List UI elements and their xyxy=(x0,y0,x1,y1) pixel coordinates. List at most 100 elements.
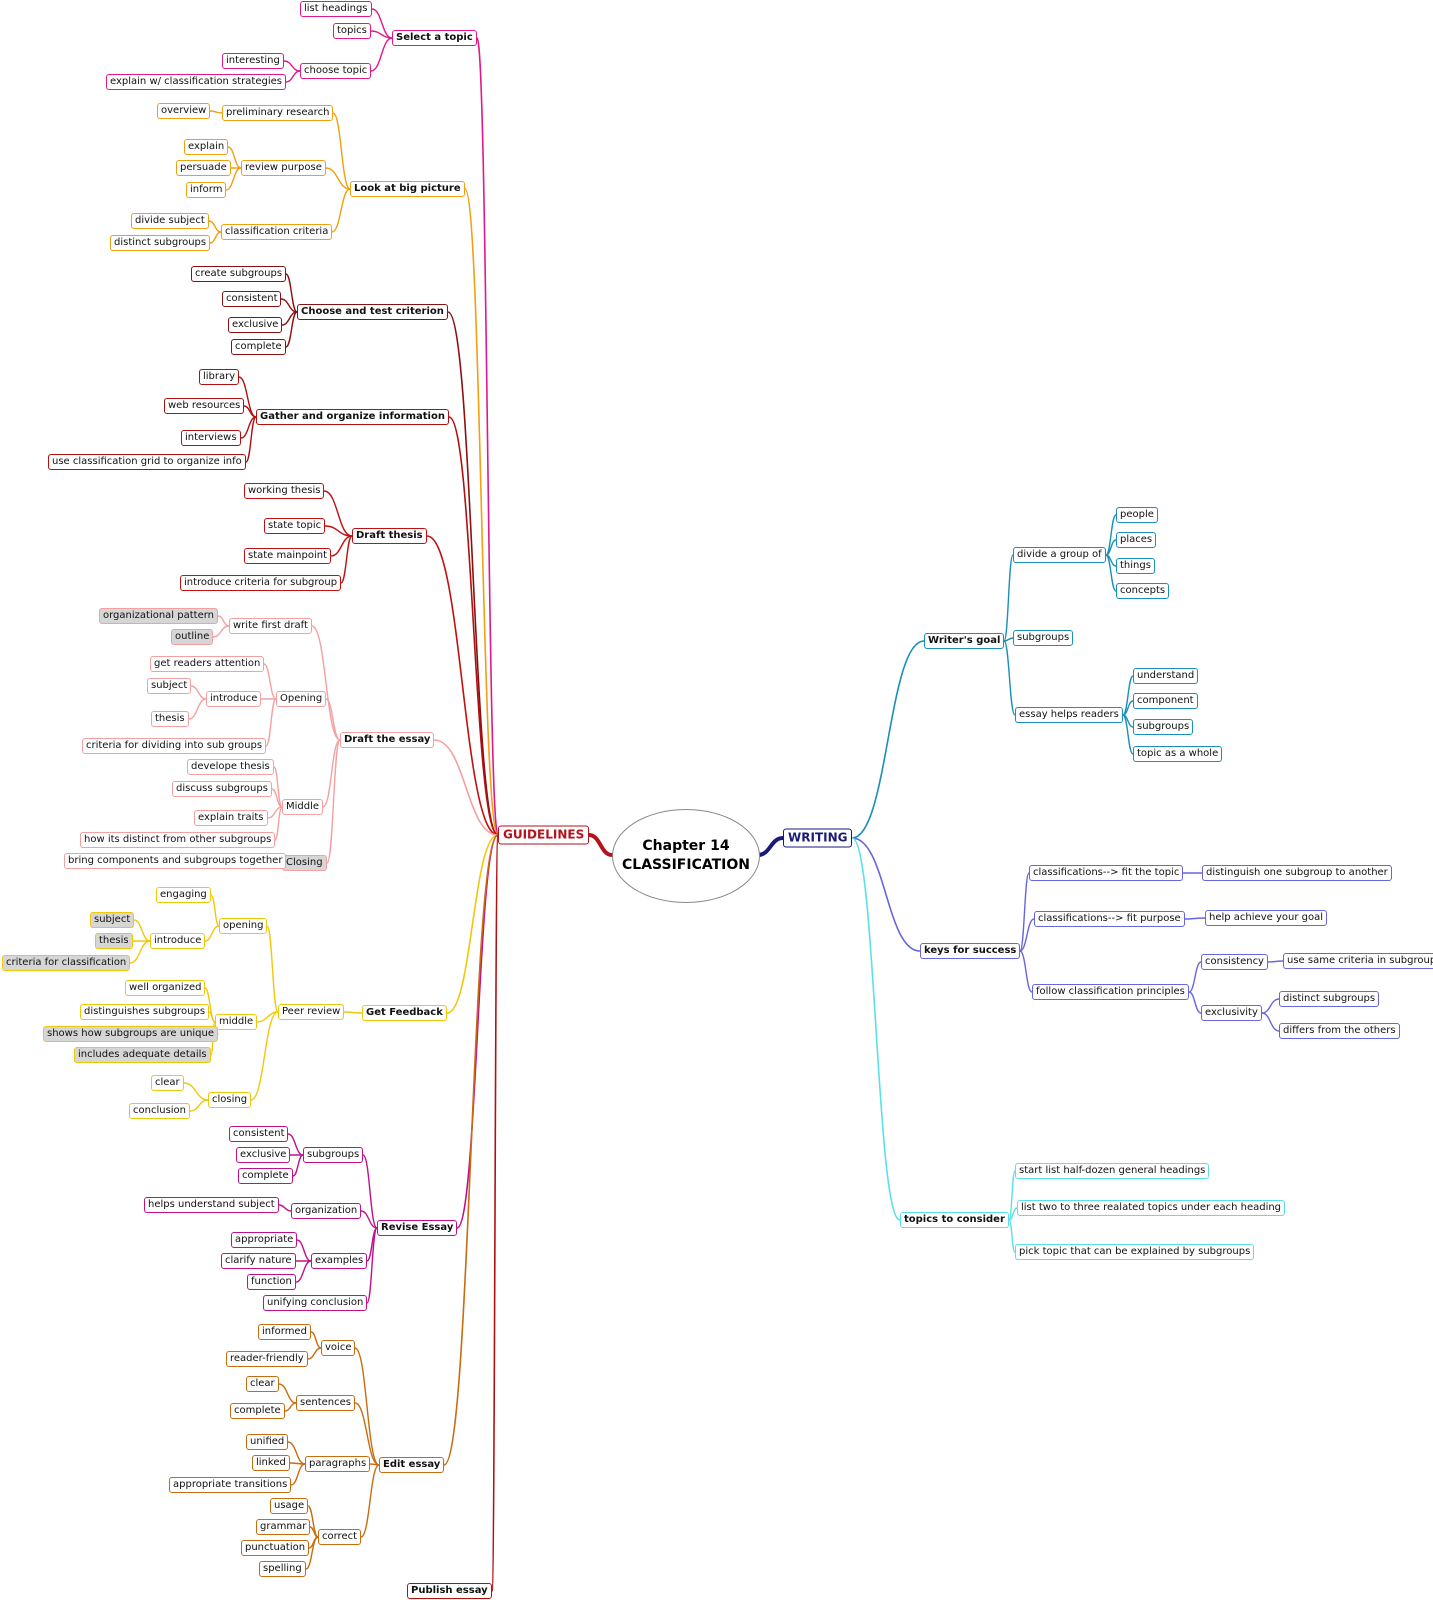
node-writing-1-2-0-0[interactable]: use same criteria in subgroups xyxy=(1283,953,1433,969)
node-guidelines-8-2-1[interactable]: linked xyxy=(252,1455,290,1471)
node-writing-0-0[interactable]: divide a group of xyxy=(1013,547,1106,563)
node-guidelines-7-2-2[interactable]: function xyxy=(247,1274,296,1290)
node-guidelines-4-2[interactable]: state mainpoint xyxy=(244,548,331,564)
node-guidelines-1[interactable]: Look at big picture xyxy=(350,181,465,197)
node-writing-1[interactable]: keys for success xyxy=(920,943,1021,959)
node-guidelines-1-2-1[interactable]: distinct subgroups xyxy=(110,235,211,251)
node-guidelines-5[interactable]: Draft the essay xyxy=(340,732,435,748)
node-writing[interactable]: WRITING xyxy=(783,828,853,848)
node-guidelines-1-1[interactable]: review purpose xyxy=(241,160,326,176)
node-guidelines-1-1-0[interactable]: explain xyxy=(184,139,229,155)
node-guidelines-3-1[interactable]: web resources xyxy=(164,398,245,414)
node-writing-1-2-0[interactable]: consistency xyxy=(1201,954,1268,970)
node-guidelines-8-3[interactable]: correct xyxy=(318,1529,362,1545)
node-guidelines-7-2-0[interactable]: appropriate xyxy=(231,1232,298,1248)
node-guidelines-5-0-0[interactable]: organizational pattern xyxy=(99,608,219,624)
node-writing-0-2-3[interactable]: topic as a whole xyxy=(1133,746,1223,762)
node-writing-0-0-3[interactable]: concepts xyxy=(1116,583,1170,599)
node-writing-0-2[interactable]: essay helps readers xyxy=(1015,707,1123,723)
node-guidelines-0-2-1[interactable]: explain w/ classification strategies xyxy=(106,74,286,90)
node-guidelines-5-1[interactable]: Opening xyxy=(276,691,327,707)
node-guidelines-5-2-1[interactable]: discuss subgroups xyxy=(172,781,272,797)
node-guidelines-6-0-2[interactable]: closing xyxy=(208,1092,252,1108)
node-guidelines-5-3[interactable]: Closing xyxy=(282,855,327,871)
node-guidelines-4-3[interactable]: introduce criteria for subgroup xyxy=(180,575,342,591)
node-guidelines-0-2[interactable]: choose topic xyxy=(300,63,372,79)
node-guidelines-6-0-1[interactable]: middle xyxy=(215,1014,258,1030)
node-guidelines-3[interactable]: Gather and organize information xyxy=(256,409,449,425)
node-guidelines-6-0-0[interactable]: opening xyxy=(219,918,268,934)
node-guidelines-4-0[interactable]: working thesis xyxy=(244,483,325,499)
node-guidelines-1-2-0[interactable]: divide subject xyxy=(131,213,209,229)
node-guidelines-7-0[interactable]: subgroups xyxy=(303,1147,364,1163)
node-guidelines-2[interactable]: Choose and test criterion xyxy=(297,304,448,320)
node-writing-0-2-1[interactable]: component xyxy=(1133,693,1198,709)
node-guidelines-6-0-1-3[interactable]: includes adequate details xyxy=(74,1047,211,1063)
node-guidelines-4[interactable]: Draft thesis xyxy=(352,528,427,544)
node-guidelines-5-1-1-0[interactable]: subject xyxy=(147,678,192,694)
node-guidelines-6-0-2-1[interactable]: conclusion xyxy=(129,1103,191,1119)
node-writing-0-0-2[interactable]: things xyxy=(1116,558,1155,574)
node-guidelines-8-2-2[interactable]: appropriate transitions xyxy=(169,1477,292,1493)
node-guidelines-7-0-2[interactable]: complete xyxy=(238,1168,293,1184)
node-guidelines-5-3-0[interactable]: bring components and subgroups together xyxy=(64,853,287,869)
node-writing-2[interactable]: topics to consider xyxy=(900,1212,1009,1228)
node-guidelines-7[interactable]: Revise Essay xyxy=(377,1220,458,1236)
node-writing-1-0-0[interactable]: distinguish one subgroup to another xyxy=(1202,865,1392,881)
node-guidelines-3-0[interactable]: library xyxy=(199,369,240,385)
node-writing-0-2-0[interactable]: understand xyxy=(1133,668,1199,684)
node-guidelines-8-0-0[interactable]: informed xyxy=(258,1324,311,1340)
node-guidelines-3-2[interactable]: interviews xyxy=(181,430,241,446)
node-writing-2-2[interactable]: pick topic that can be explained by subg… xyxy=(1015,1244,1255,1260)
node-guidelines-8-3-1[interactable]: grammar xyxy=(256,1519,311,1535)
node-guidelines-7-3[interactable]: unifying conclusion xyxy=(263,1295,368,1311)
node-guidelines-5-2-3[interactable]: how its distinct from other subgroups xyxy=(80,832,276,848)
node-writing-1-2[interactable]: follow classification principles xyxy=(1032,984,1189,1000)
node-guidelines-1-0[interactable]: preliminary research xyxy=(222,105,334,121)
node-guidelines-0[interactable]: Select a topic xyxy=(392,30,477,46)
node-guidelines-5-1-0[interactable]: get readers attention xyxy=(150,656,265,672)
node-writing-0[interactable]: Writer's goal xyxy=(924,633,1005,649)
node-guidelines-1-0-0[interactable]: overview xyxy=(157,103,211,119)
node-guidelines-5-1-1[interactable]: introduce xyxy=(206,691,262,707)
node-guidelines-6-0-2-0[interactable]: clear xyxy=(151,1075,184,1091)
node-guidelines-5-0-1[interactable]: outline xyxy=(171,629,214,645)
node-guidelines-2-2[interactable]: exclusive xyxy=(228,317,283,333)
node-guidelines-5-1-1-1[interactable]: thesis xyxy=(151,711,189,727)
central-topic[interactable]: Chapter 14 CLASSIFICATION xyxy=(612,809,760,903)
node-writing-1-0[interactable]: classifications--> fit the topic xyxy=(1029,865,1184,881)
node-guidelines-7-1-0[interactable]: helps understand subject xyxy=(144,1197,279,1213)
node-writing-0-2-2[interactable]: subgroups xyxy=(1133,719,1194,735)
node-guidelines-8-1-1[interactable]: complete xyxy=(230,1403,285,1419)
node-writing-1-1-0[interactable]: help achieve your goal xyxy=(1205,910,1327,926)
node-writing-2-1[interactable]: list two to three realated topics under … xyxy=(1017,1200,1286,1216)
node-guidelines-7-1[interactable]: organization xyxy=(291,1203,362,1219)
node-guidelines-8-3-3[interactable]: spelling xyxy=(259,1561,306,1577)
node-guidelines-6-0-0-1[interactable]: introduce xyxy=(150,933,206,949)
node-guidelines-2-3[interactable]: complete xyxy=(231,339,286,355)
node-guidelines-6-0-0-1-2[interactable]: criteria for classification xyxy=(2,955,131,971)
node-guidelines-9[interactable]: Publish essay xyxy=(407,1583,492,1599)
node-writing-1-1[interactable]: classifications--> fit purpose xyxy=(1034,911,1185,927)
node-writing-0-0-0[interactable]: people xyxy=(1116,507,1158,523)
node-writing-2-0[interactable]: start list half-dozen general headings xyxy=(1015,1163,1210,1179)
node-guidelines-6-0-0-0[interactable]: engaging xyxy=(156,887,211,903)
node-guidelines-1-2[interactable]: classification criteria xyxy=(221,224,333,240)
node-guidelines-7-2-1[interactable]: clarify nature xyxy=(221,1253,296,1269)
node-guidelines-8-0[interactable]: voice xyxy=(321,1340,356,1356)
node-writing-1-2-1-1[interactable]: differs from the others xyxy=(1279,1023,1400,1039)
node-guidelines-3-3[interactable]: use classification grid to organize info xyxy=(48,454,246,470)
node-guidelines-7-0-1[interactable]: exclusive xyxy=(236,1147,291,1163)
node-guidelines-6-0-1-2[interactable]: shows how subgroups are unique xyxy=(43,1026,219,1042)
node-guidelines-6-0-0-1-0[interactable]: subject xyxy=(90,912,135,928)
node-guidelines-2-0[interactable]: create subgroups xyxy=(191,266,287,282)
node-guidelines-8-1-0[interactable]: clear xyxy=(246,1376,279,1392)
node-guidelines-1-1-1[interactable]: persuade xyxy=(176,160,231,176)
node-guidelines-6[interactable]: Get Feedback xyxy=(362,1005,447,1021)
node-guidelines-6-0-1-0[interactable]: well organized xyxy=(125,980,206,996)
node-guidelines-6-0-0-1-1[interactable]: thesis xyxy=(95,933,133,949)
node-guidelines-1-1-2[interactable]: inform xyxy=(186,182,227,198)
node-guidelines[interactable]: GUIDELINES xyxy=(498,825,590,845)
node-guidelines-8-3-2[interactable]: punctuation xyxy=(241,1540,310,1556)
node-guidelines-5-2-0[interactable]: develope thesis xyxy=(187,759,274,775)
